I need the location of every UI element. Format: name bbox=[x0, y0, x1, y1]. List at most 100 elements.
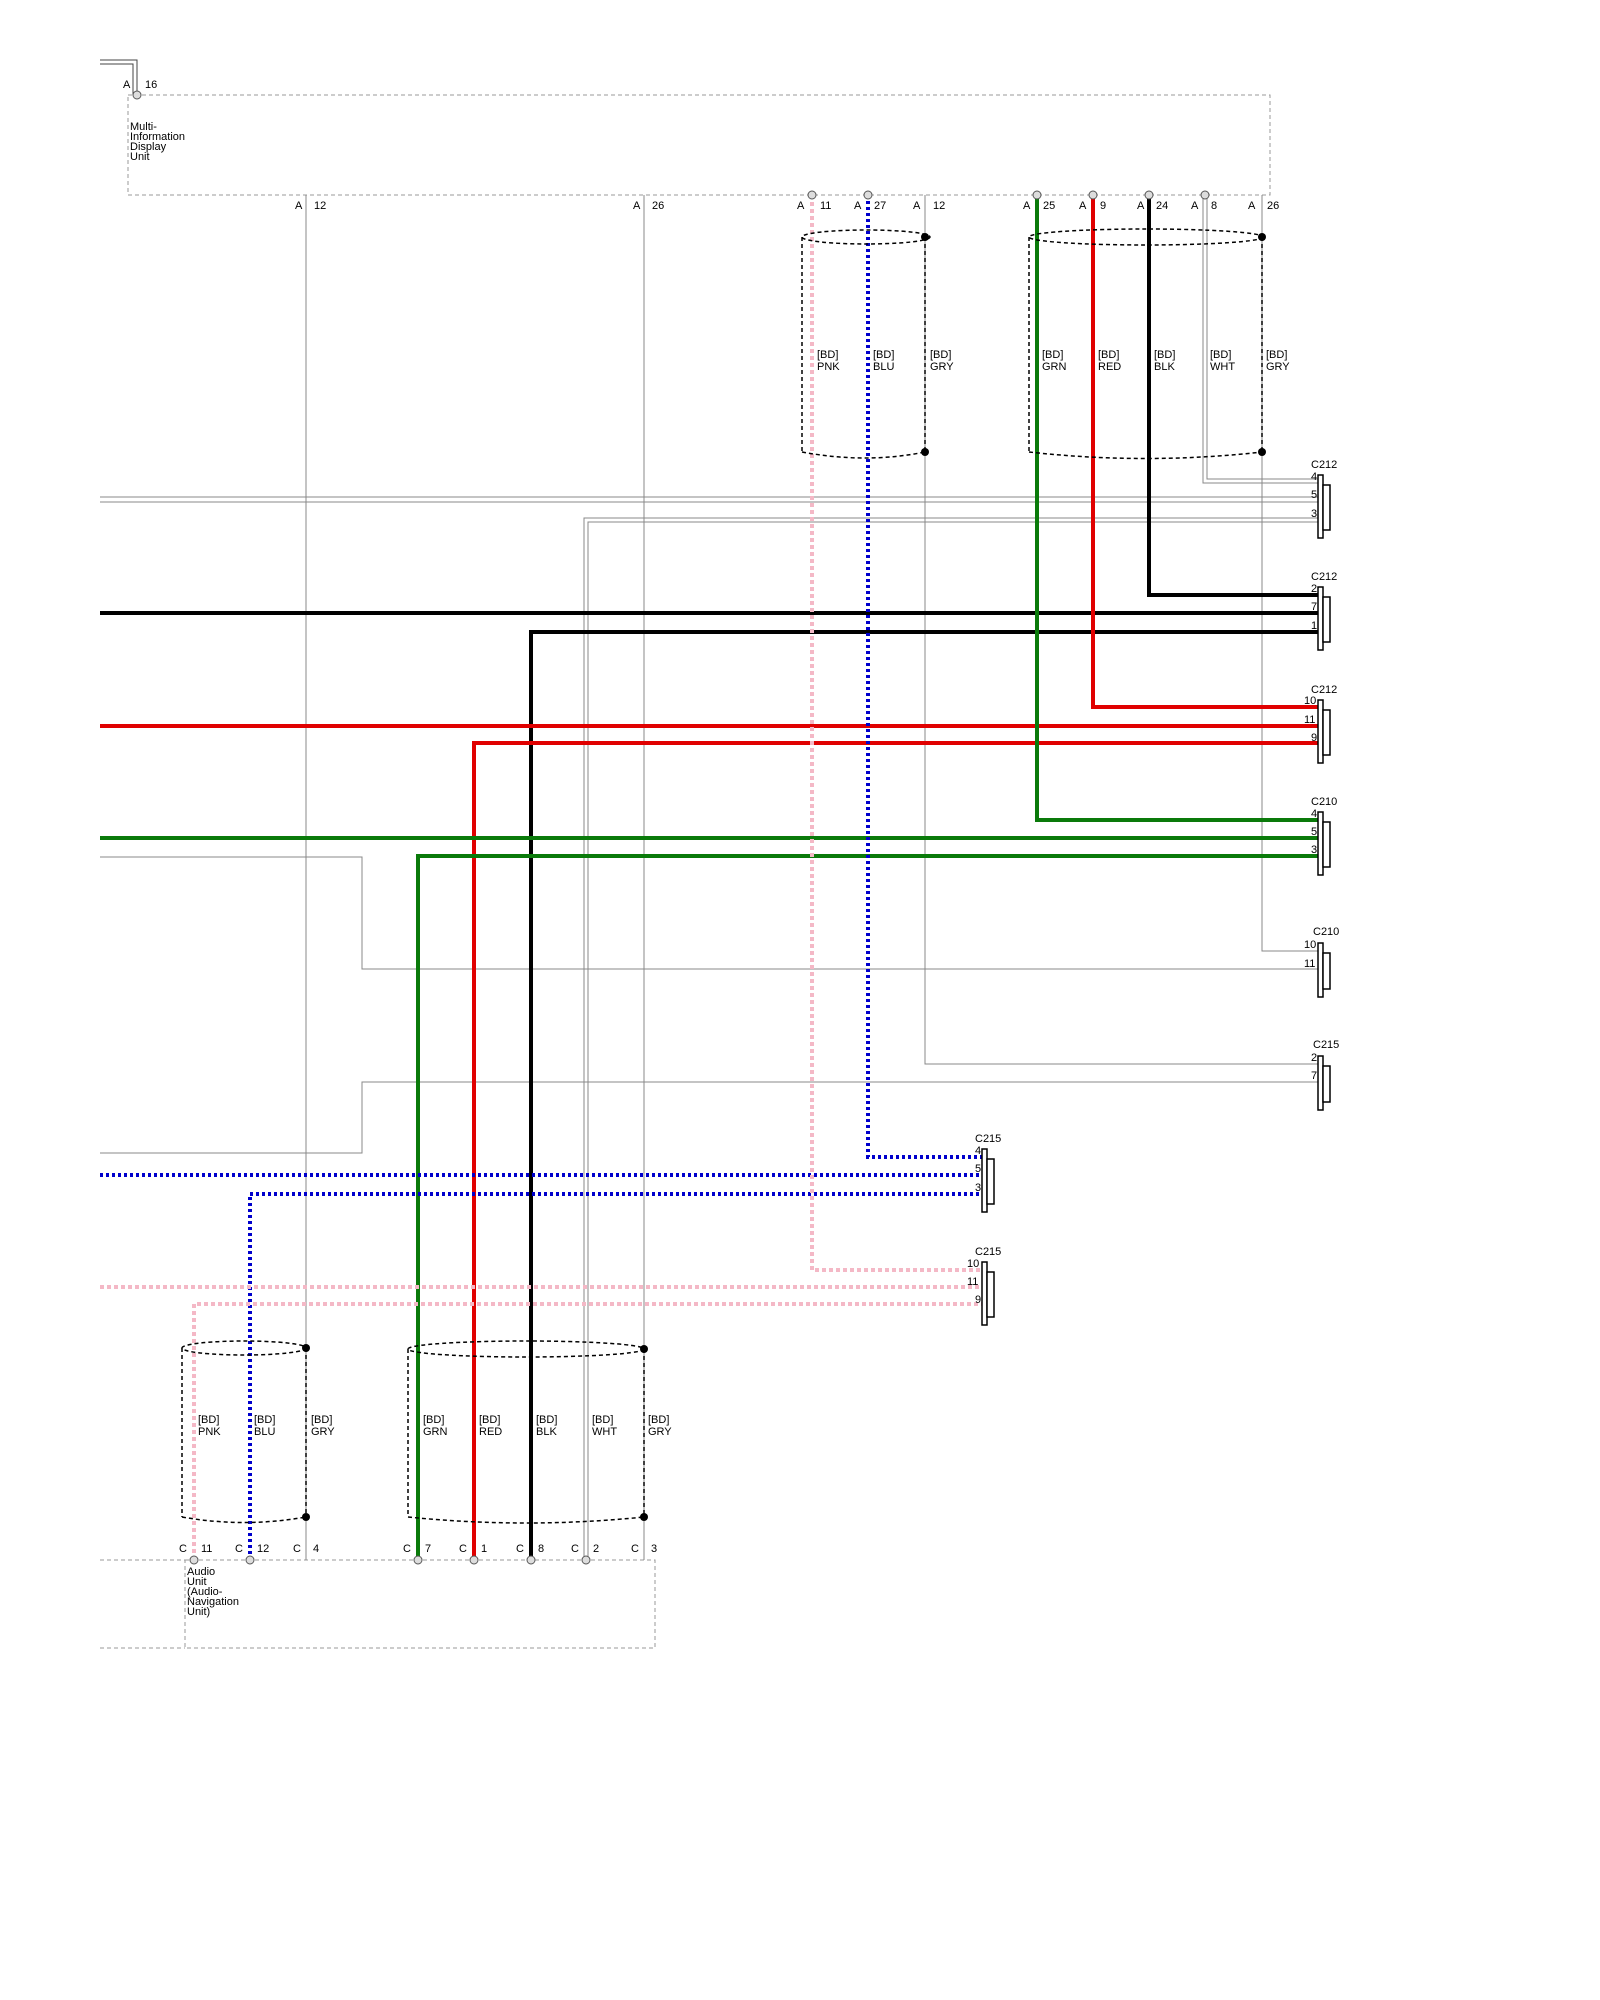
connector-pin: 7 bbox=[1311, 601, 1317, 613]
audio-pin-labels: C 11 C 12 C 4 C 7 C 1 C 8 C 2 C 3 bbox=[179, 1543, 657, 1555]
shield-label: BLK bbox=[1154, 361, 1175, 373]
shield-drain-dot bbox=[302, 1513, 310, 1521]
shield-label: BLK bbox=[536, 1426, 557, 1438]
shield-label: [BD] bbox=[1098, 349, 1119, 361]
wht-wire-a8-to-c212 bbox=[1202, 195, 1318, 484]
ground-pin-prefix: A bbox=[123, 79, 131, 91]
connector-name: C215 bbox=[1313, 1039, 1339, 1051]
shield-labels-bottom-left: [BD] PNK [BD] BLU [BD] GRY bbox=[198, 1414, 335, 1438]
black-wires bbox=[100, 195, 1318, 1560]
shield-labels-bottom-right: [BD] GRN [BD] RED [BD] BLK [BD] WHT [BD]… bbox=[423, 1414, 672, 1438]
pnk-wire-c11-to-c215-9 bbox=[192, 1302, 982, 1560]
terminal bbox=[1200, 190, 1210, 200]
mid-pin-number: 12 bbox=[314, 200, 326, 212]
mid-pin-number: 25 bbox=[1043, 200, 1055, 212]
mid-box bbox=[127, 94, 1271, 196]
connector-c215-a: C215 2 7 bbox=[1311, 1039, 1339, 1111]
audio-pin-prefix: C bbox=[631, 1543, 639, 1555]
connector-body bbox=[1322, 709, 1331, 756]
mid-pin-number: 12 bbox=[933, 200, 945, 212]
shield-label: GRN bbox=[1042, 361, 1067, 373]
shield-label: BLU bbox=[873, 361, 894, 373]
terminal bbox=[863, 190, 873, 200]
shield-ellipse bbox=[1028, 228, 1264, 246]
mid-pin-prefix: A bbox=[1023, 200, 1031, 212]
thin-wires bbox=[100, 195, 1318, 1560]
shield-label: WHT bbox=[592, 1426, 617, 1438]
shield-label: GRY bbox=[648, 1426, 672, 1438]
mid-pin-prefix: A bbox=[1079, 200, 1087, 212]
shield-label: [BD] bbox=[1266, 349, 1287, 361]
shield-drain-dot bbox=[921, 448, 929, 456]
gry-wire-c210-11 bbox=[100, 856, 1318, 970]
audio-pin-number: 2 bbox=[593, 1543, 599, 1555]
connector-pin: 5 bbox=[1311, 826, 1317, 838]
gry-wire-c215-7 bbox=[100, 1081, 1318, 1154]
audio-pin-prefix: C bbox=[235, 1543, 243, 1555]
mid-terminals bbox=[807, 190, 1210, 200]
blk-wire-c8-to-c212-1 bbox=[529, 630, 1318, 1560]
mid-pin-prefix: A bbox=[295, 200, 303, 212]
audio-pin-number: 1 bbox=[481, 1543, 487, 1555]
shield-drain-dot bbox=[1258, 448, 1266, 456]
connector-body bbox=[1322, 596, 1331, 643]
multi-information-display-unit: Multi- Information Display Unit bbox=[127, 94, 1271, 196]
terminal bbox=[189, 1555, 199, 1565]
terminal bbox=[1144, 190, 1154, 200]
shield-label: [BD] bbox=[1210, 349, 1231, 361]
red-wire-a9-to-c212-10 bbox=[1091, 195, 1318, 709]
connector-pin: 4 bbox=[1311, 471, 1317, 483]
audio-name-line-2: Unit bbox=[187, 1576, 207, 1588]
mid-pin-labels: A 12 A 26 A 11 A 27 A 12 A 25 A 9 A 24 A… bbox=[295, 200, 1279, 212]
pnk-wire-a11-to-c215-10 bbox=[810, 195, 982, 1272]
shield-ellipse bbox=[181, 1340, 307, 1356]
audio-name-line-1: Audio bbox=[187, 1566, 215, 1578]
terminal bbox=[526, 1555, 536, 1565]
grn-wire-a25-to-c210-4 bbox=[1035, 195, 1318, 822]
audio-navigation-unit: Audio Unit (Audio- Navigation Unit) bbox=[100, 1559, 656, 1649]
connector-pin: 1 bbox=[1311, 620, 1317, 632]
shield-label: [BD] bbox=[817, 349, 838, 361]
shield-label: RED bbox=[479, 1426, 502, 1438]
audio-pin-number: 7 bbox=[425, 1543, 431, 1555]
grn-wire-c7-to-c210-3 bbox=[416, 854, 1318, 1560]
connector-name: C212 bbox=[1311, 684, 1337, 696]
audio-pin-number: 11 bbox=[201, 1543, 212, 1555]
shield-bottom bbox=[181, 1516, 307, 1524]
ground-terminal bbox=[132, 90, 142, 100]
shield-top-left bbox=[801, 229, 931, 459]
mid-pin-prefix: A bbox=[913, 200, 921, 212]
mid-pin-number: 9 bbox=[1100, 200, 1106, 212]
shield-label: [BD] bbox=[1154, 349, 1175, 361]
shield-label: [BD] bbox=[592, 1414, 613, 1426]
connector-body bbox=[986, 1271, 995, 1318]
connector-pin: 11 bbox=[1304, 958, 1315, 970]
shield-label: [BD] bbox=[873, 349, 894, 361]
blu-wire-c12-to-c215-3 bbox=[248, 1192, 982, 1560]
connector-c215-c: C215 10 11 9 bbox=[967, 1246, 1001, 1326]
terminal bbox=[1032, 190, 1042, 200]
connector-pin: 3 bbox=[1311, 508, 1317, 520]
connector-c212-c: C212 10 11 9 bbox=[1304, 684, 1337, 764]
shield-label: [BD] bbox=[198, 1414, 219, 1426]
connector-body bbox=[1322, 821, 1331, 868]
connector-name: C212 bbox=[1311, 571, 1337, 583]
shield-label: PNK bbox=[817, 361, 840, 373]
mid-pin-prefix: A bbox=[797, 200, 805, 212]
audio-pin-prefix: C bbox=[179, 1543, 187, 1555]
shield-label: PNK bbox=[198, 1426, 221, 1438]
shield-label: [BD] bbox=[311, 1414, 332, 1426]
shield-label: GRY bbox=[1266, 361, 1290, 373]
shield-top-right bbox=[1028, 228, 1266, 460]
shield-bottom bbox=[407, 1516, 645, 1524]
ground-wire bbox=[100, 63, 134, 95]
mid-name-line-2: Information bbox=[130, 131, 185, 143]
ground-pin-number: 16 bbox=[145, 79, 157, 91]
terminal bbox=[413, 1555, 423, 1565]
connector-name: C210 bbox=[1311, 796, 1337, 808]
connector-name: C212 bbox=[1311, 459, 1337, 471]
shield-ellipse bbox=[407, 1340, 645, 1358]
connector-pin: 5 bbox=[1311, 489, 1317, 501]
connector-pin: 10 bbox=[967, 1258, 979, 1270]
